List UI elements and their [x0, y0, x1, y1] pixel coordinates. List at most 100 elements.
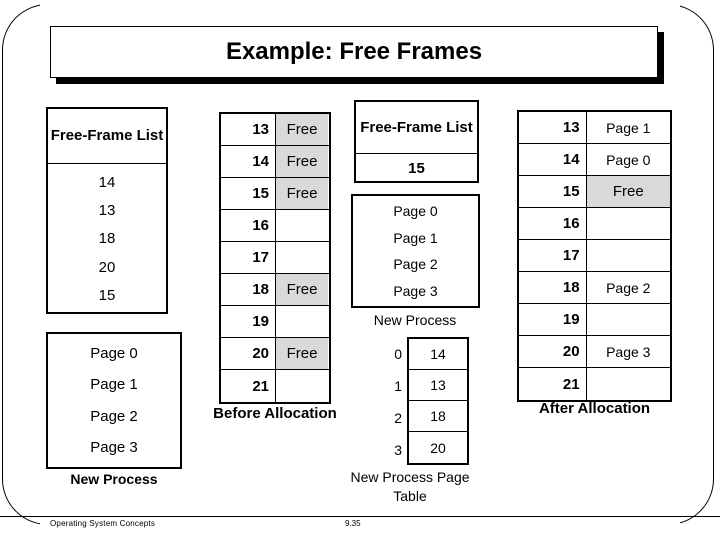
table-row: 21: [221, 370, 329, 402]
list-item: 18: [98, 230, 116, 248]
table-row: 18: [409, 401, 467, 432]
table-row: 18 Free: [221, 274, 329, 306]
table-row: 13 Free: [221, 114, 329, 146]
new-process-pages-before: Page 0 Page 1 Page 2 Page 3: [46, 332, 182, 469]
frame-content: Free: [586, 176, 670, 207]
frame-content: Free: [276, 338, 328, 369]
frame-content: [587, 240, 670, 271]
new-process-pages-after-inner: Page 0 Page 1 Page 2 Page 3: [353, 196, 478, 306]
list-item: Page 1: [393, 229, 438, 246]
footer-divider: [0, 516, 720, 517]
new-process-after-label: New Process: [373, 312, 457, 328]
frame-number: 14: [519, 144, 587, 175]
frame-content: [276, 306, 328, 337]
free-frame-list-before-items: 14 13 18 20 15: [48, 164, 166, 314]
page-index: 2: [394, 410, 402, 426]
frame-bottom-mask: [40, 516, 680, 528]
list-item: Page 2: [393, 256, 438, 273]
frame-table-before: 13 Free 14 Free 15 Free 16 17 18 Free 19…: [219, 112, 331, 404]
table-row: 17: [519, 240, 670, 272]
free-frame-list-before-header: Free-Frame List: [48, 109, 166, 164]
frame-number: 19: [519, 304, 587, 335]
frame-content: Free: [276, 274, 328, 305]
table-row: 18 Page 2: [519, 272, 670, 304]
frame-number: 15: [519, 176, 587, 207]
frame-content: Page 0: [606, 151, 651, 168]
table-row: 20 Free: [221, 338, 329, 370]
new-process-page-table-label: New Process Page Table: [350, 469, 470, 504]
frame-number: 14: [221, 146, 276, 177]
table-row: 20: [430, 439, 446, 456]
list-item: Page 3: [393, 282, 438, 299]
list-item: 20: [98, 258, 116, 276]
table-row: 20 Page 3: [519, 336, 670, 368]
table-row: 19: [519, 304, 670, 336]
frame-content: Free: [276, 178, 328, 209]
frame-content: [587, 208, 670, 239]
page-index: 3: [394, 442, 402, 458]
table-row: 14: [409, 339, 467, 370]
page-index: 0: [394, 346, 402, 362]
list-item: 14: [98, 173, 116, 191]
frame-content: Page 2: [606, 279, 651, 296]
frame-number: 21: [221, 370, 276, 402]
new-process-pages-before-inner: Page 0 Page 1 Page 2 Page 3: [48, 334, 180, 467]
frame-content: [276, 370, 328, 402]
list-item: 15: [98, 287, 116, 305]
list-item: 13: [98, 202, 116, 220]
free-frame-list-before: Free-Frame List 14 13 18 20 15: [46, 107, 168, 314]
frame-number: 13: [519, 112, 587, 143]
frame-number: 17: [221, 242, 276, 273]
footer-book-title: Operating System Concepts: [50, 519, 156, 528]
frame-number: 20: [221, 338, 276, 369]
table-row: 14 Free: [221, 146, 329, 178]
frame-content: Free: [276, 146, 328, 177]
table-row: 13 Page 1: [519, 112, 670, 144]
new-process-page-table: 14 13 18 20: [407, 337, 469, 465]
frame-number: 21: [519, 368, 587, 400]
list-item: Page 1: [90, 376, 138, 394]
frame-content: [587, 368, 670, 400]
table-row: 17: [221, 242, 329, 274]
list-item: 15: [408, 159, 425, 177]
list-item: Page 2: [90, 407, 138, 425]
table-row: 19: [221, 306, 329, 338]
page-title: Example: Free Frames: [225, 38, 483, 65]
frame-number: 20: [519, 336, 587, 367]
free-frame-list-after: Free-Frame List 15: [354, 100, 479, 183]
free-frame-list-after-header: Free-Frame List: [356, 102, 477, 154]
frame-number: 15: [221, 178, 276, 209]
frame-content: [276, 242, 328, 273]
footer-slide-number: 9.35: [345, 519, 361, 528]
frame-number: 13: [221, 114, 276, 145]
frame-content: Page 1: [606, 119, 651, 136]
frame-top-mask: [40, 0, 680, 10]
frame-content: Page 3: [606, 343, 651, 360]
new-process-before-label: New Process: [70, 471, 158, 487]
title-box: Example: Free Frames: [50, 26, 658, 78]
frame-number: 16: [221, 210, 276, 241]
page-index: 1: [394, 378, 402, 394]
frame-table-after: 13 Page 1 14 Page 0 15 Free 16 17 18 Pag…: [517, 110, 672, 402]
frame-table-before-caption: Before Allocation: [213, 405, 337, 422]
table-row: 15 Free: [519, 176, 670, 208]
frame-content: [587, 304, 670, 335]
frame-number: 16: [519, 208, 587, 239]
frame-number: 18: [221, 274, 276, 305]
list-item: Page 0: [393, 203, 438, 220]
table-row: 13: [409, 370, 467, 401]
frame-content: [276, 210, 328, 241]
frame-content: Free: [276, 114, 328, 145]
frame-table-after-caption: After Allocation: [538, 400, 651, 417]
table-row: 16: [221, 210, 329, 242]
free-frame-list-after-items: 15: [356, 154, 477, 182]
frame-number: 17: [519, 240, 587, 271]
list-item: Page 3: [90, 438, 138, 456]
frame-number: 19: [221, 306, 276, 337]
frame-number: 18: [519, 272, 587, 303]
table-row: 21: [519, 368, 670, 400]
table-row: 15 Free: [221, 178, 329, 210]
new-process-pages-after: Page 0 Page 1 Page 2 Page 3: [351, 194, 480, 308]
list-item: Page 0: [90, 345, 138, 363]
